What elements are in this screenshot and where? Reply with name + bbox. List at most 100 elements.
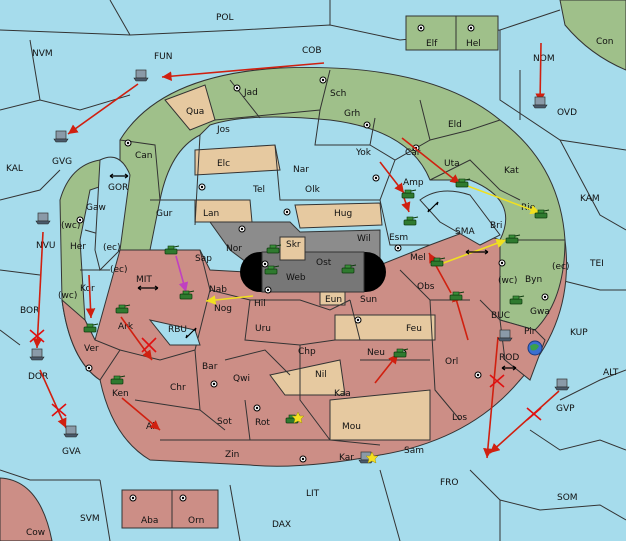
svg-text:Kor: Kor	[80, 284, 95, 294]
label-svm: SVM	[80, 514, 100, 524]
svg-text:Skr: Skr	[286, 240, 301, 250]
svg-text:Amp: Amp	[403, 178, 424, 188]
label-cob: COB	[302, 46, 322, 56]
region-aba-orn[interactable]: Aba Orn	[121, 489, 219, 529]
star-icons	[291, 411, 379, 464]
convoy-orders	[175, 255, 189, 293]
svg-text:(wc): (wc)	[58, 291, 77, 301]
svg-text:Kar: Kar	[339, 453, 354, 463]
label-mit: MIT	[136, 275, 152, 285]
fleet-icon	[35, 212, 51, 225]
fleet-icon	[554, 378, 570, 391]
svg-text:Sch: Sch	[330, 89, 346, 99]
svg-text:Eld: Eld	[448, 120, 462, 130]
svg-text:Byn: Byn	[525, 275, 542, 285]
svg-text:Her: Her	[70, 242, 86, 252]
svg-text:Kaa: Kaa	[334, 389, 351, 399]
inner-seas	[94, 156, 501, 346]
svg-text:Chr: Chr	[170, 383, 186, 393]
svg-text:Jad: Jad	[243, 88, 258, 98]
svg-text:Ken: Ken	[112, 389, 129, 399]
svg-text:Elc: Elc	[217, 159, 230, 169]
svg-text:(ec): (ec)	[103, 243, 121, 253]
svg-text:Uru: Uru	[255, 324, 271, 334]
svg-text:(ec): (ec)	[110, 265, 128, 275]
svg-text:Con: Con	[596, 37, 614, 47]
svg-text:Chp: Chp	[298, 347, 316, 357]
region-cow[interactable]: Cow	[0, 477, 53, 541]
strait-links	[109, 173, 517, 371]
fleet-icon	[497, 329, 513, 342]
failed-marks	[29, 329, 542, 421]
svg-text:Los: Los	[452, 413, 467, 423]
label-kal: KAL	[6, 164, 23, 174]
label-nvu: NVU	[36, 241, 55, 251]
label-bor: BOR	[20, 306, 39, 316]
region-con[interactable]: Con	[559, 0, 626, 71]
fleet-icon	[29, 348, 45, 361]
label-dor: DOR	[28, 372, 48, 382]
svg-text:Nor: Nor	[226, 244, 242, 254]
label-fro: FRO	[440, 478, 459, 488]
svg-text:Mou: Mou	[342, 422, 361, 432]
svg-text:Olk: Olk	[305, 185, 321, 195]
svg-text:Eun: Eun	[325, 295, 342, 305]
svg-text:Feu: Feu	[406, 324, 422, 334]
svg-text:Kat: Kat	[504, 166, 519, 176]
svg-text:Lan: Lan	[203, 209, 219, 219]
svg-text:Sot: Sot	[217, 417, 232, 427]
svg-text:Nil: Nil	[315, 370, 327, 380]
svg-text:Zin: Zin	[225, 450, 239, 460]
label-lit: LIT	[306, 489, 320, 499]
army-icon	[401, 189, 417, 199]
svg-text:Ver: Ver	[84, 344, 99, 354]
svg-text:Orl: Orl	[445, 357, 458, 367]
svg-text:Hug: Hug	[334, 209, 352, 219]
capital-area	[209, 221, 386, 293]
label-pol: POL	[216, 13, 234, 23]
svg-text:Bri: Bri	[490, 221, 502, 231]
label-nom: NOM	[533, 54, 555, 64]
svg-text:Aba: Aba	[141, 516, 158, 526]
svg-text:(ec): (ec)	[552, 262, 570, 272]
supply-center-icons	[76, 76, 549, 463]
svg-text:Esm: Esm	[389, 233, 408, 243]
svg-text:Nog: Nog	[214, 304, 232, 314]
svg-text:Pir: Pir	[524, 327, 536, 337]
label-dax: DAX	[272, 520, 291, 530]
svg-text:Ark: Ark	[118, 322, 134, 332]
label-tei: TEI	[589, 259, 604, 269]
svg-text:Ost: Ost	[316, 258, 332, 268]
svg-text:Web: Web	[286, 273, 306, 283]
province-borders	[80, 69, 521, 446]
svg-text:(wc): (wc)	[61, 221, 80, 231]
move-orders	[32, 42, 560, 459]
svg-text:Yok: Yok	[355, 148, 372, 158]
label-rod: ROD	[499, 353, 519, 363]
svg-text:Tel: Tel	[252, 185, 265, 195]
globe-icon	[527, 340, 543, 356]
svg-text:Qwi: Qwi	[233, 374, 250, 384]
label-gvp: GVP	[556, 404, 575, 414]
svg-text:Neu: Neu	[367, 348, 385, 358]
svg-text:Wil: Wil	[357, 234, 371, 244]
svg-text:Elf: Elf	[426, 39, 438, 49]
label-rbu: RBU	[168, 325, 187, 335]
svg-text:Qua: Qua	[186, 107, 204, 117]
svg-text:Nab: Nab	[209, 285, 227, 295]
svg-text:Hil: Hil	[254, 299, 266, 309]
label-fun: FUN	[154, 52, 173, 62]
label-som: SOM	[557, 493, 578, 503]
svg-text:Sam: Sam	[404, 446, 424, 456]
svg-text:Sap: Sap	[195, 254, 212, 264]
fleet-icon	[53, 130, 69, 143]
svg-text:Orn: Orn	[188, 516, 204, 526]
label-gva: GVA	[62, 447, 82, 457]
svg-text:Gwa: Gwa	[530, 307, 550, 317]
region-elf-hel[interactable]: Elf Hel	[405, 15, 499, 51]
svg-text:Obs: Obs	[417, 282, 435, 292]
label-sma: SMA	[455, 227, 475, 237]
neutral-provinces	[164, 84, 436, 441]
